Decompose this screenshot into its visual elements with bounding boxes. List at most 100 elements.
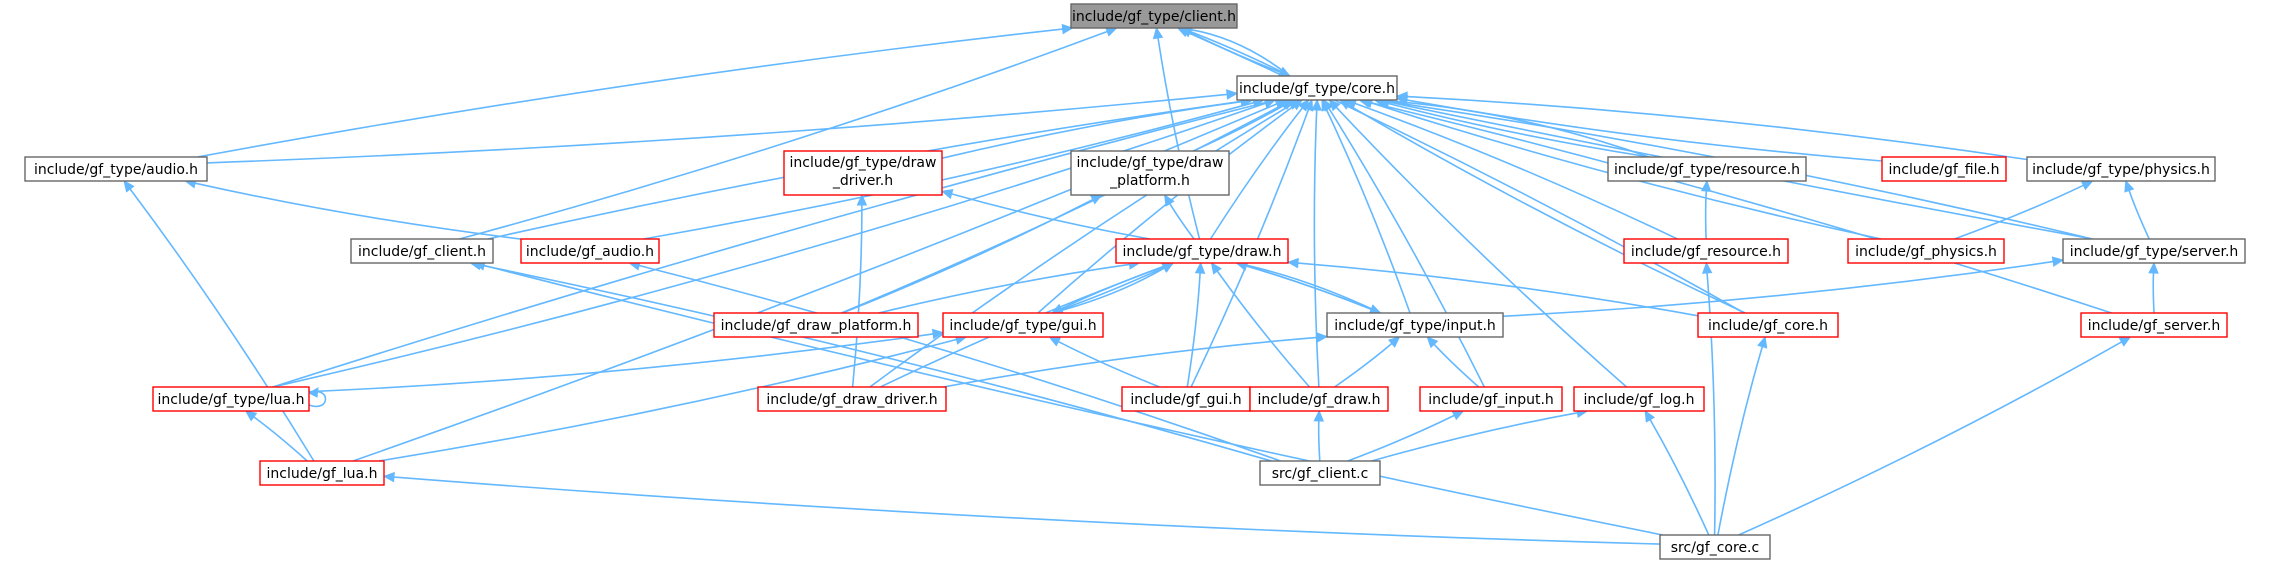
- node-box: [1115, 238, 1289, 264]
- node-box: [1659, 534, 1771, 560]
- node-gf-client-h[interactable]: include/gf_client.h: [350, 238, 494, 264]
- node-src-gf-client-c[interactable]: src/gf_client.c: [1259, 460, 1381, 486]
- node-box: [1419, 386, 1563, 412]
- edge-src-gf-core-c-to-gf-server-h: [1738, 336, 2132, 536]
- node-box: [713, 312, 919, 338]
- node-box: [1607, 156, 1807, 182]
- edge-draw-type-h-to-draw-platform-type-h: [1164, 193, 1195, 240]
- node-draw-type-h[interactable]: include/gf_type/draw.h: [1115, 238, 1289, 264]
- node-label: include/gf_draw_platform.h: [721, 318, 912, 334]
- node-label: _platform.h: [1109, 173, 1190, 189]
- node-box: [24, 156, 208, 182]
- edge-lua-type-h-to-gui-type-h: [308, 328, 945, 393]
- node-box: [1070, 3, 1238, 29]
- node-gf-gui-h[interactable]: include/gf_gui.h: [1121, 386, 1251, 412]
- edge-gf-log-h-to-core-type-h: [1328, 99, 1628, 388]
- node-label: include/gf_type/lua.h: [158, 392, 305, 408]
- node-box: [1121, 386, 1251, 412]
- node-box: [1573, 386, 1705, 412]
- edge-audio-type-h-to-core-type-h: [206, 89, 1239, 164]
- file-nodes: include/gf_type/client.h include/gf_type/…: [24, 3, 2246, 560]
- edge-src-gf-core-c-to-gf-log-h: [1644, 409, 1710, 536]
- node-box: [1259, 460, 1381, 486]
- edge-draw-type-h-to-client-type-h: [1152, 26, 1201, 240]
- node-label: include/gf_gui.h: [1130, 392, 1241, 408]
- node-gf-lua-h[interactable]: include/gf_lua.h: [259, 460, 385, 486]
- edge-gf-server-h-to-server-type-h: [2148, 261, 2159, 314]
- node-gf-server-h[interactable]: include/gf_server.h: [2080, 312, 2228, 338]
- node-label: src/gf_client.c: [1272, 466, 1369, 482]
- node-label: include/gf_resource.h: [1631, 244, 1781, 260]
- node-label: include/gf_server.h: [2088, 318, 2221, 334]
- node-label: include/gf_type/draw: [1077, 155, 1224, 171]
- edge-gf-lua-h-to-audio-type-h: [123, 180, 315, 462]
- node-server-type-h[interactable]: include/gf_type/server.h: [2062, 238, 2246, 264]
- edge-gf-draw-platform-h-to-draw-platform-type-h: [842, 194, 1103, 314]
- node-box: [1623, 238, 1789, 264]
- edge-src-gf-core-c-to-gf-core-h: [1717, 335, 1768, 536]
- node-input-type-h[interactable]: include/gf_type/input.h: [1326, 312, 1504, 338]
- node-resource-type-h[interactable]: include/gf_type/resource.h: [1607, 156, 1807, 182]
- node-core-type-h[interactable]: include/gf_type/core.h: [1236, 75, 1398, 101]
- node-label: include/gf_type/gui.h: [949, 318, 1096, 334]
- edge-audio-type-h-to-client-type-h: [197, 23, 1074, 158]
- node-label: src/gf_core.c: [1671, 540, 1759, 556]
- node-client-type-h[interactable]: include/gf_type/client.h: [1070, 3, 1238, 29]
- node-physics-type-h[interactable]: include/gf_type/physics.h: [2026, 156, 2216, 182]
- node-label: include/gf_input.h: [1428, 392, 1554, 408]
- node-label: include/gf_client.h: [358, 244, 486, 260]
- node-label: include/gf_type/client.h: [1072, 9, 1236, 25]
- node-box: [2026, 156, 2216, 182]
- edge-gf-draw-h-to-draw-type-h: [1210, 262, 1311, 388]
- node-box: [350, 238, 494, 264]
- edge-src-gf-client-c-to-gf-draw-h: [1313, 409, 1325, 462]
- edge-src-gf-core-c-to-gf-lua-h: [382, 471, 1661, 545]
- node-box: [757, 386, 947, 412]
- edge-gf-draw-driver-h-to-draw-driver-type-h: [851, 193, 868, 388]
- node-gf-physics-h[interactable]: include/gf_physics.h: [1847, 238, 2005, 264]
- node-box: [152, 386, 310, 412]
- node-gf-draw-h[interactable]: include/gf_draw.h: [1249, 386, 1389, 412]
- edge-src-gf-client-c-to-gf-audio-h: [628, 260, 1281, 462]
- node-draw-platform-type-h[interactable]: include/gf_type/draw _platform.h: [1070, 150, 1230, 196]
- edge-draw-type-h-to-input-type-h: [1236, 262, 1382, 314]
- node-draw-driver-type-h[interactable]: include/gf_type/draw_driver.h: [783, 150, 943, 196]
- node-audio-type-h[interactable]: include/gf_type/audio.h: [24, 156, 208, 182]
- node-gf-draw-platform-h[interactable]: include/gf_draw_platform.h: [713, 312, 919, 338]
- dependency-edges: [123, 23, 2159, 545]
- node-box: [2062, 238, 2246, 264]
- node-label: include/gf_type/draw.h: [1123, 244, 1282, 260]
- node-src-gf-core-c[interactable]: src/gf_core.c: [1659, 534, 1771, 560]
- edge-gf-lua-h-to-lua-type-h: [244, 410, 308, 462]
- node-box: [259, 460, 385, 486]
- node-label: include/gf_type/audio.h: [34, 162, 198, 178]
- node-label: include/gf_log.h: [1584, 392, 1695, 408]
- node-gf-draw-driver-h[interactable]: include/gf_draw_driver.h: [757, 386, 947, 412]
- node-box: [1249, 386, 1389, 412]
- node-box: [783, 150, 943, 196]
- node-gf-input-h[interactable]: include/gf_input.h: [1419, 386, 1563, 412]
- edge-gf-audio-h-to-audio-type-h: [184, 178, 522, 240]
- node-label: include/gf_type/draw: [790, 155, 937, 171]
- edge-gf-draw-driver-h-to-input-type-h: [943, 332, 1329, 388]
- node-box: [1236, 75, 1398, 101]
- node-gf-core-h[interactable]: include/gf_core.h: [1697, 312, 1839, 338]
- node-gui-type-h[interactable]: include/gf_type/gui.h: [942, 312, 1104, 338]
- edge-gf-input-h-to-input-type-h: [1426, 336, 1480, 388]
- node-gf-file-h[interactable]: include/gf_file.h: [1881, 156, 2007, 182]
- node-box: [1070, 150, 1230, 196]
- node-lua-type-h[interactable]: include/gf_type/lua.h: [152, 386, 310, 412]
- node-box: [1847, 238, 2005, 264]
- edge-gf-core-h-to-draw-type-h: [1286, 257, 1699, 317]
- node-gf-log-h[interactable]: include/gf_log.h: [1573, 386, 1705, 412]
- node-gf-resource-h[interactable]: include/gf_resource.h: [1623, 238, 1789, 264]
- node-label: include/gf_draw_driver.h: [766, 392, 937, 408]
- edge-server-type-h-to-physics-type-h: [2124, 179, 2150, 240]
- node-gf-audio-h[interactable]: include/gf_audio.h: [520, 238, 660, 264]
- edge-gf-gui-h-to-gui-type-h: [1048, 336, 1160, 388]
- edge-gf-input-h-to-core-type-h: [1323, 98, 1486, 388]
- node-box: [1881, 156, 2007, 182]
- edge-gf-gui-h-to-draw-type-h: [1186, 261, 1206, 388]
- node-label: include/gf_audio.h: [526, 244, 654, 260]
